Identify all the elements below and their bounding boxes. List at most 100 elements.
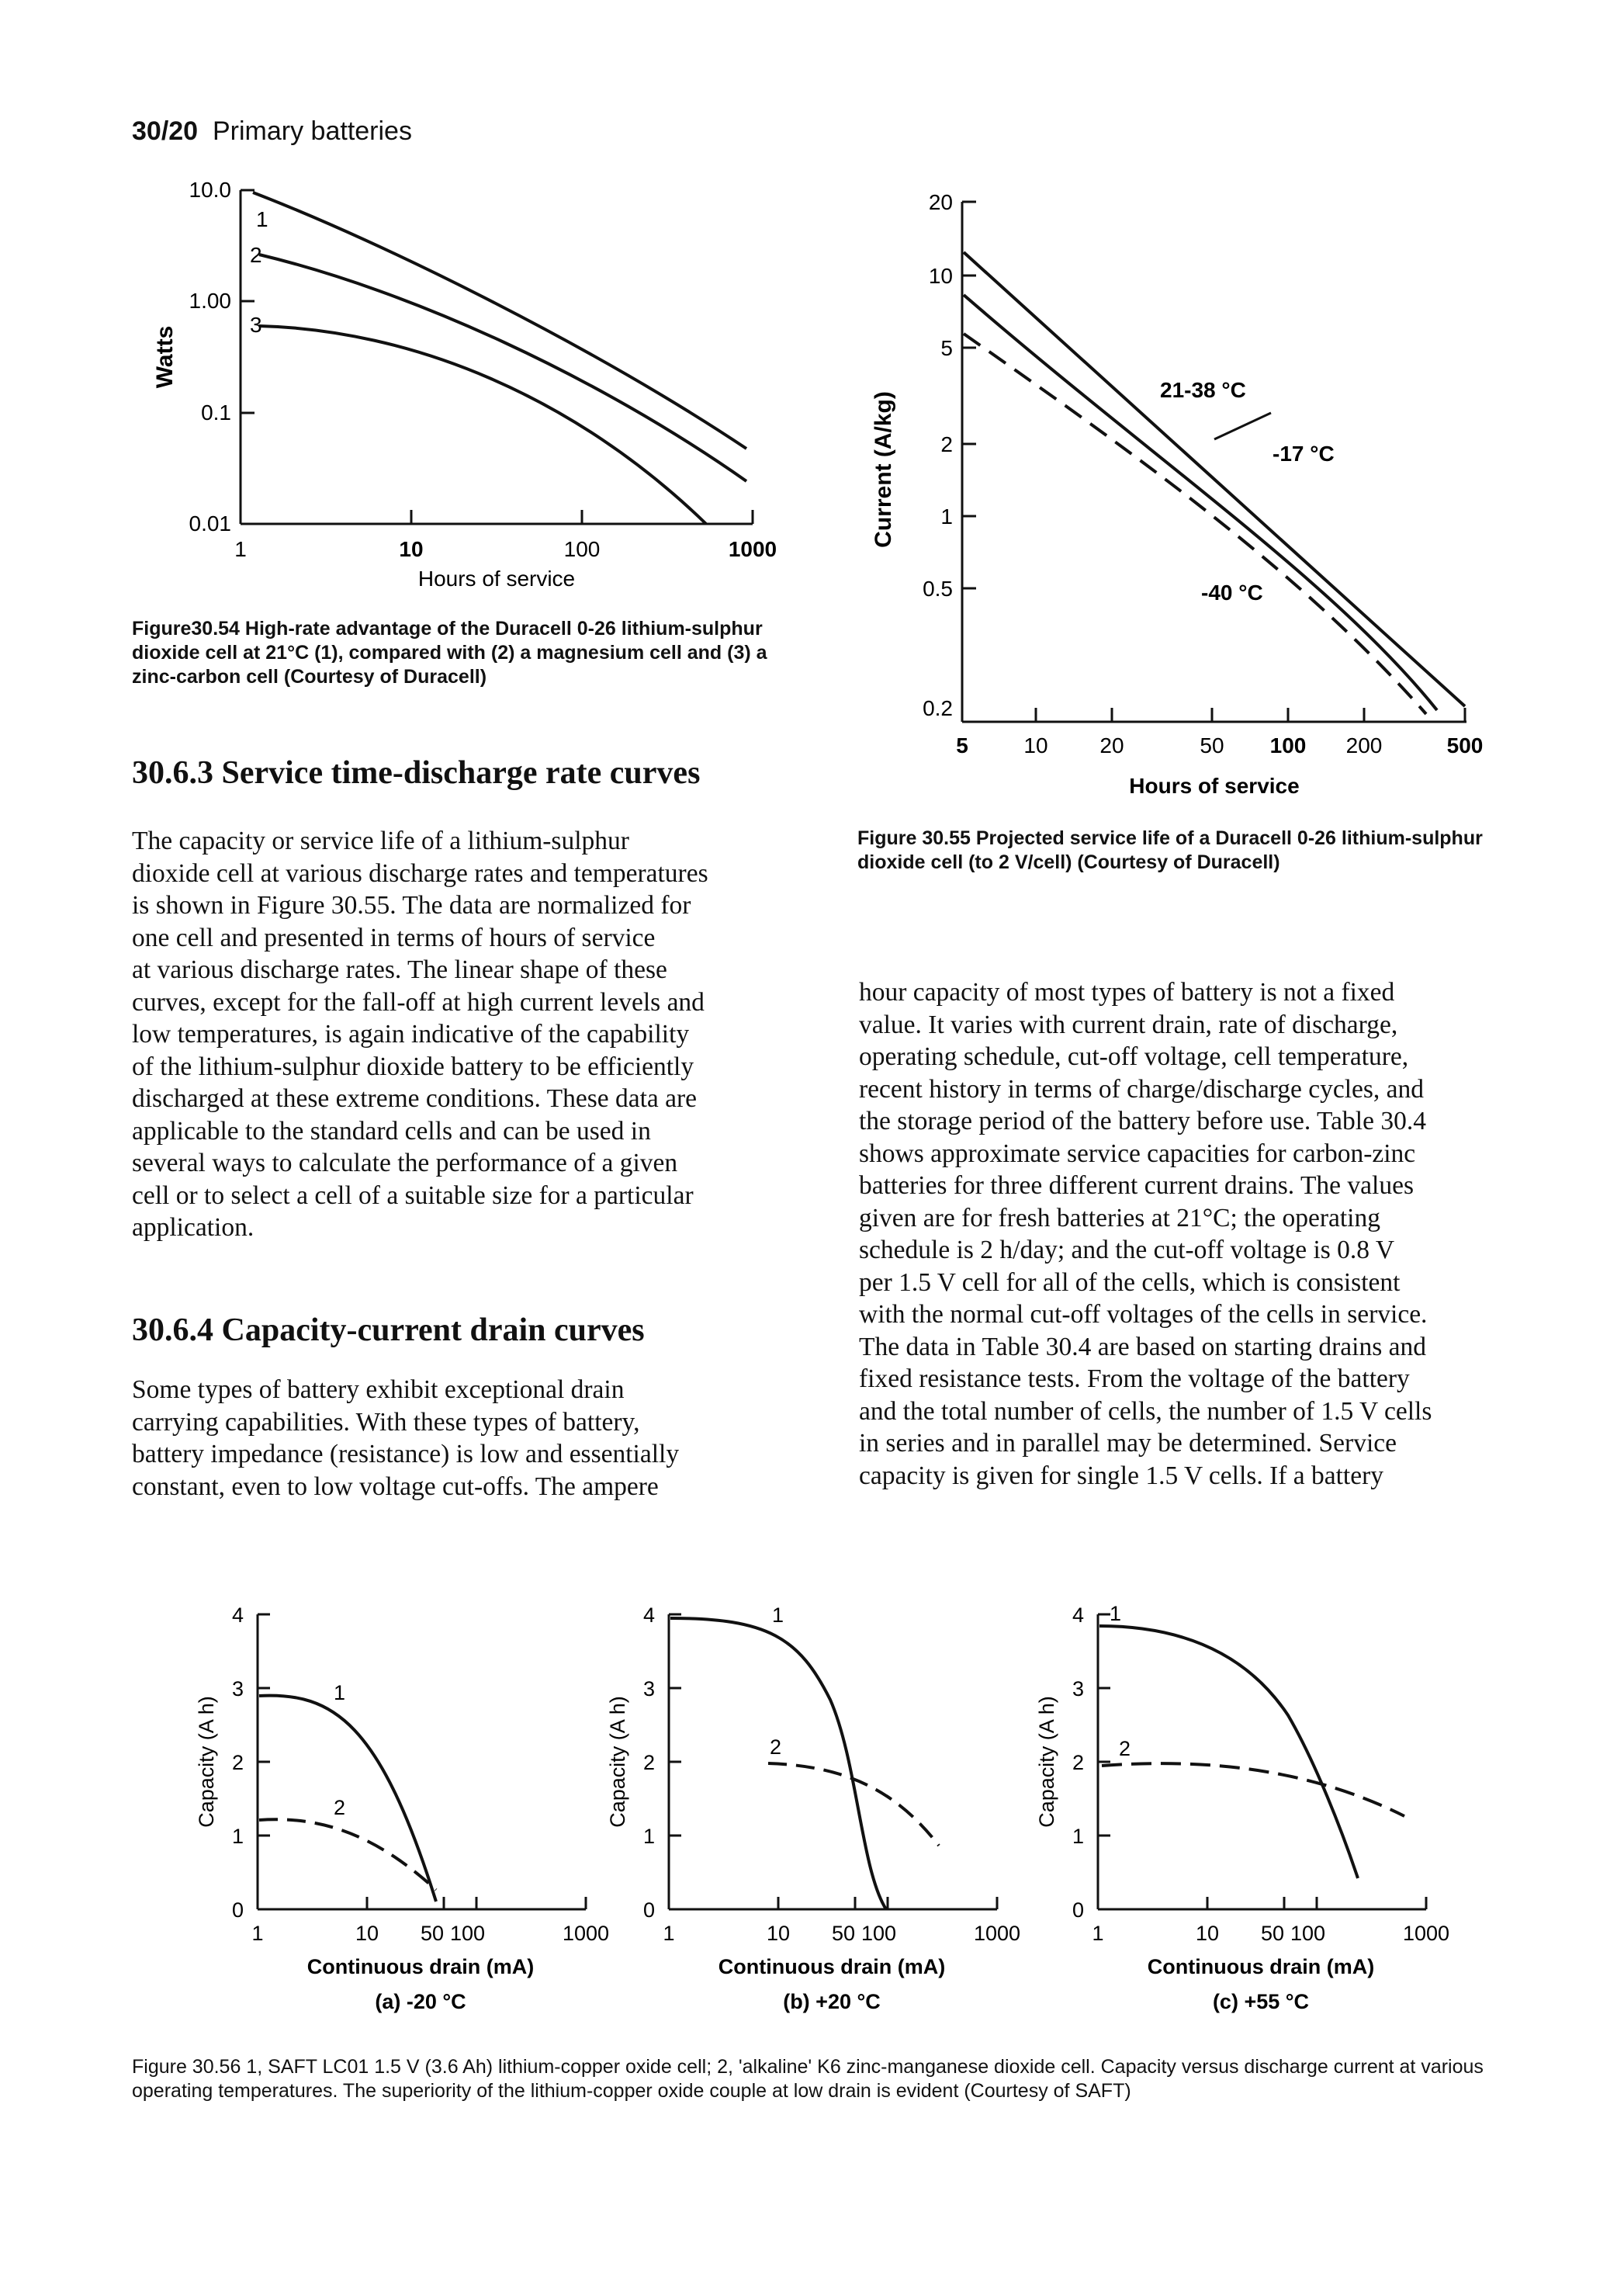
- curve-label: 1: [772, 1603, 784, 1627]
- text-line: low temperatures, is again indicative of…: [132, 1020, 690, 1049]
- curve-label: 3: [250, 313, 262, 337]
- y-tick-label: 2: [232, 1751, 244, 1774]
- panel-b: 4 3 2 1 0 1 10 50 100 1000 Continuous dr…: [606, 1603, 1020, 2013]
- panel-a: 4 3 2 1 0 1 10 50 100 1000 Continuous dr…: [195, 1603, 609, 2013]
- x-tick-label: 1: [234, 537, 247, 561]
- text-line: dioxide cell at various discharge rates …: [132, 858, 708, 888]
- y-tick-label: 2: [643, 1751, 655, 1774]
- x-tick-label: 1000: [729, 537, 777, 561]
- text-line: capacity is given for single 1.5 V cells…: [859, 1461, 1384, 1490]
- text-line: one cell and presented in terms of hours…: [132, 923, 656, 952]
- x-tick-label: 200: [1346, 733, 1383, 757]
- curve-label: 2: [770, 1735, 781, 1759]
- x-tick-label: 10: [399, 537, 423, 561]
- curve-2: [767, 1762, 940, 1847]
- curve-17c: [962, 293, 1439, 712]
- section-body: Some types of battery exhibit exceptiona…: [132, 1374, 799, 1503]
- text-line: and the total number of cells, the numbe…: [859, 1396, 1432, 1426]
- x-tick-label: 1000: [563, 1922, 609, 1945]
- curve-label: -17 °C: [1273, 442, 1335, 466]
- text-line: the storage period of the battery before…: [859, 1107, 1426, 1135]
- x-tick-label: 50: [832, 1922, 855, 1945]
- right-column-body: hour capacity of most types of battery i…: [859, 976, 1539, 1492]
- text-line: discharged at these extreme conditions. …: [132, 1084, 698, 1113]
- y-axis-label: Current (A/kg): [871, 391, 896, 548]
- curve-21-38c: [962, 251, 1466, 708]
- panel-label: (a) -20 °C: [375, 1990, 466, 2013]
- curve-label: -40 °C: [1201, 581, 1263, 605]
- text-line: cell or to select a cell of a suitable s…: [132, 1180, 694, 1210]
- y-tick-label: 2: [1072, 1751, 1084, 1774]
- y-tick-label: 0: [1072, 1898, 1084, 1922]
- x-axis-label: Hours of service: [1129, 774, 1299, 798]
- y-tick-label: 1: [232, 1825, 244, 1848]
- y-tick-label: 5: [940, 336, 953, 360]
- curve-1: [258, 1694, 438, 1902]
- text-line: The data in Table 30.4 are based on star…: [859, 1332, 1427, 1361]
- text-line: several ways to calculate the performanc…: [132, 1149, 678, 1177]
- curve-1: [252, 191, 748, 450]
- section-title: 30.6.3 Service time-discharge rate curve…: [132, 755, 701, 791]
- text-line: operating schedule, cut-off voltage, cel…: [859, 1042, 1409, 1071]
- figure-30-56: 4 3 2 1 0 1 10 50 100 1000 Continuous dr…: [195, 1602, 1449, 2013]
- figure-30-55-caption: Figure 30.55 Projected service life of a…: [857, 827, 1483, 873]
- text-line: hour capacity of most types of battery i…: [859, 978, 1395, 1007]
- text-line: curves, except for the fall-off at high …: [132, 987, 705, 1017]
- y-tick-label: 0: [232, 1898, 244, 1922]
- text-line: fixed resistance tests. From the voltage…: [859, 1364, 1410, 1393]
- x-axis-label: Continuous drain (mA): [1148, 1955, 1374, 1978]
- text-line: carrying capabilities. With these types …: [132, 1407, 640, 1437]
- y-tick-label: 3: [1072, 1677, 1084, 1700]
- curve-2: [1101, 1762, 1405, 1818]
- curve-label: 1: [256, 207, 268, 231]
- x-tick-label: 1000: [1403, 1922, 1449, 1945]
- y-tick-label: 1.00: [189, 289, 232, 313]
- y-tick-label: 4: [643, 1603, 655, 1627]
- curve-label: 2: [250, 243, 262, 267]
- curve-label: 21-38 °C: [1160, 378, 1246, 402]
- text-line: constant, even to low voltage cut-offs. …: [132, 1472, 659, 1501]
- y-tick-label: 10: [929, 264, 953, 288]
- text-line: batteries for three different current dr…: [859, 1171, 1414, 1200]
- x-tick-label: 10: [1196, 1922, 1219, 1945]
- text-line: application.: [132, 1213, 255, 1242]
- curve-40c: [962, 332, 1428, 716]
- text-line: value. It varies with current drain, rat…: [859, 1010, 1398, 1039]
- curve-3: [258, 324, 708, 525]
- x-tick-label: 100: [861, 1922, 896, 1945]
- x-axis-label: Hours of service: [418, 567, 575, 591]
- y-tick-label: 20: [929, 190, 953, 214]
- section-body: The capacity or service life of a lithiu…: [132, 825, 799, 1244]
- text-line: per 1.5 V cell for all of the cells, whi…: [859, 1267, 1401, 1297]
- text-line: The capacity or service life of a lithiu…: [132, 827, 629, 855]
- figure-30-54-caption: Figure30.54 High-rate advantage of the D…: [132, 618, 767, 688]
- x-tick-label: 1: [663, 1922, 674, 1945]
- x-tick-label: 10: [767, 1922, 790, 1945]
- text-line: schedule is 2 h/day; and the cut-off vol…: [859, 1236, 1395, 1264]
- text-line: given are for fresh batteries at 21°C; t…: [859, 1203, 1380, 1232]
- panel-c: 4 3 2 1 0 1 10 50 100 1000 Continuous dr…: [1035, 1602, 1449, 2013]
- running-header: 30/20 Primary batteries: [132, 116, 412, 147]
- text-line: applicable to the standard cells and can…: [132, 1116, 651, 1146]
- y-tick-label: 1: [643, 1825, 655, 1848]
- panel-label: (c) +55 °C: [1213, 1990, 1309, 2013]
- y-tick-label: 2: [940, 432, 953, 456]
- x-tick-label: 10: [355, 1922, 379, 1945]
- y-tick-label: 0.2: [923, 696, 953, 720]
- text-line: at various discharge rates. The linear s…: [132, 955, 667, 984]
- text-line: is shown in Figure 30.55. The data are n…: [132, 891, 691, 920]
- curve-label: 1: [1110, 1602, 1121, 1625]
- x-axis-label: Continuous drain (mA): [307, 1955, 534, 1978]
- y-tick-label: 3: [643, 1677, 655, 1700]
- y-axis-label: Capacity (A h): [195, 1696, 218, 1828]
- y-tick-label: 0.1: [201, 400, 231, 425]
- y-tick-label: 4: [1072, 1603, 1084, 1627]
- text-line: shows approximate service capacities for…: [859, 1139, 1416, 1168]
- curve-label: 1: [334, 1681, 345, 1704]
- y-tick-label: 4: [232, 1603, 244, 1627]
- text-line: battery impedance (resistance) is low an…: [132, 1440, 680, 1468]
- x-tick-label: 500: [1447, 733, 1484, 757]
- curve-1: [1099, 1624, 1359, 1879]
- x-tick-label: 50: [1200, 733, 1224, 757]
- y-axis-label: Capacity (A h): [606, 1696, 629, 1828]
